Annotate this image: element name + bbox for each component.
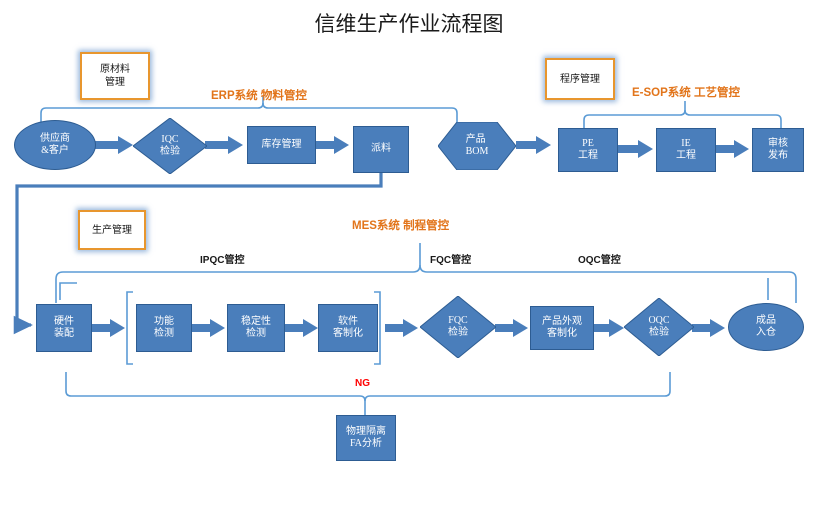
label-box-program-management-text: 程序管理 <box>560 73 600 85</box>
node-supplier-customer-text: 供应商&客户 <box>40 132 70 157</box>
node-appearance-customization-text: 产品外观客制化 <box>542 315 582 340</box>
node-function-test-text: 功能检测 <box>154 315 174 340</box>
node-inventory-management[interactable]: 库存管理 <box>247 126 316 164</box>
node-supplier-customer[interactable]: 供应商&客户 <box>14 120 96 170</box>
system-label-esop: E-SOP系统 工艺管控 <box>632 87 740 99</box>
node-appearance-customization[interactable]: 产品外观客制化 <box>530 306 594 350</box>
control-label-oqc: OQC管控 <box>578 255 621 266</box>
node-finished-goods-warehouse[interactable]: 成品入仓 <box>728 303 804 351</box>
node-material-dispatch[interactable]: 派料 <box>353 126 409 173</box>
mes-bracket <box>55 243 797 303</box>
node-stability-test[interactable]: 稳定性检测 <box>227 304 285 352</box>
system-label-mes: MES系统 制程管控 <box>352 220 450 232</box>
assembly-feed-stub <box>59 282 77 300</box>
system-label-erp: ERP系统 物料管控 <box>211 90 307 102</box>
label-box-program-management: 程序管理 <box>545 58 615 100</box>
control-label-ipqc: IPQC管控 <box>200 255 245 266</box>
node-software-customization-text: 软件客制化 <box>333 315 363 340</box>
node-material-dispatch-text: 派料 <box>371 143 391 155</box>
label-box-production-management: 生产管理 <box>78 210 146 250</box>
ng-label: NG <box>355 378 370 389</box>
node-hardware-assembly-text: 硬件装配 <box>54 315 74 340</box>
label-box-production-management-text: 生产管理 <box>92 224 132 236</box>
label-box-raw-material-management: 原材料管理 <box>80 52 150 100</box>
label-box-raw-material-management-text: 原材料管理 <box>100 64 130 88</box>
node-review-release[interactable]: 审核发布 <box>752 128 804 172</box>
esop-bracket <box>583 101 782 128</box>
node-stability-test-text: 稳定性检测 <box>241 315 271 340</box>
material-return-path <box>13 173 383 335</box>
node-inventory-management-text: 库存管理 <box>261 138 302 150</box>
node-hardware-assembly[interactable]: 硬件装配 <box>36 304 92 352</box>
control-label-fqc: FQC管控 <box>430 255 472 266</box>
page-title: 信维生产作业流程图 <box>314 12 504 36</box>
node-function-test[interactable]: 功能检测 <box>136 304 192 352</box>
node-software-customization[interactable]: 软件客制化 <box>318 304 378 352</box>
node-finished-goods-warehouse-text: 成品入仓 <box>756 314 776 339</box>
node-review-release-text: 审核发布 <box>768 137 788 162</box>
